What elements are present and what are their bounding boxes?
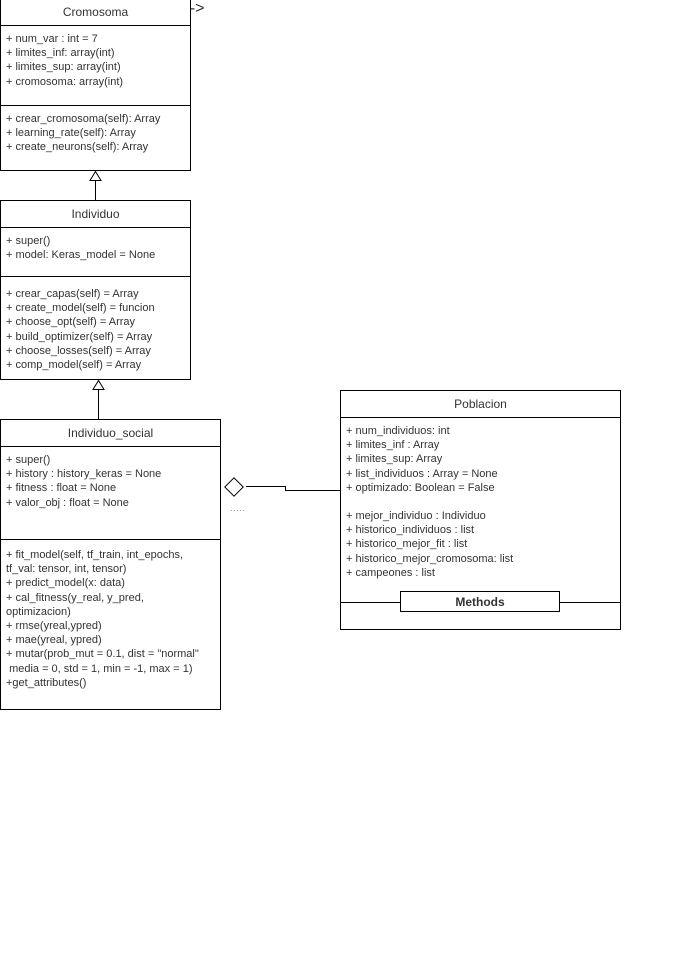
attribute-row: + fitness : float = None bbox=[6, 482, 117, 495]
methods-label: Methods bbox=[455, 595, 505, 609]
attribute-row: + campeones : list bbox=[346, 566, 435, 579]
generalization-line-individuo-cromosoma bbox=[95, 180, 96, 201]
method-row: + crear_capas(self) = Array bbox=[6, 288, 139, 300]
method-row: + predict_model(x: data) bbox=[6, 577, 125, 590]
class-title-cromosoma: Cromosoma bbox=[1, 0, 190, 26]
class-box-individuo-social[interactable]: Individuo_social + super() + history : h… bbox=[0, 419, 221, 710]
class-attributes-cromosoma: + num_var : int = 7 + limites_inf: array… bbox=[1, 26, 190, 105]
method-row: + choose_losses(self) = Array bbox=[6, 344, 151, 357]
attribute-row: + historico_mejor_cromosoma: list bbox=[346, 552, 514, 565]
class-methods-cromosoma: + crear_cromosoma(self): Array + learnin… bbox=[1, 105, 190, 170]
method-row: + mae(yreal, ypred) bbox=[6, 634, 102, 647]
aggregation-line-step bbox=[285, 486, 286, 491]
aggregation-line-segment-1 bbox=[246, 486, 286, 487]
method-row: + create_model(self) = funcion bbox=[6, 302, 155, 315]
attribute-row: + optimizado: Boolean = False bbox=[346, 481, 495, 494]
attribute-row: + num_individuos: int bbox=[346, 425, 450, 437]
attribute-row: + limites_inf: array(int) bbox=[6, 47, 115, 60]
class-methods-individuo-social: + fit_model(self, tf_train, int_epochs, … bbox=[1, 539, 220, 709]
method-row: + fit_model(self, tf_train, int_epochs, … bbox=[6, 549, 184, 576]
class-attributes-individuo: + super() + model: Keras_model = None bbox=[1, 228, 190, 276]
method-row: + create_neurons(self): Array bbox=[6, 141, 149, 154]
attribute-row: + mejor_individuo : Individuo bbox=[346, 510, 486, 523]
generalization-arrow-cromosoma bbox=[89, 171, 102, 181]
generalization-arrow-individuo bbox=[92, 380, 105, 390]
method-row: + mutar(prob_mut = 0.1, dist = "normal" … bbox=[6, 648, 199, 675]
class-attributes-poblacion: + num_individuos: int + limites_inf : Ar… bbox=[341, 418, 620, 602]
attribute-row: + limites_sup: array(int) bbox=[6, 61, 121, 74]
class-box-poblacion[interactable]: Poblacion + num_individuos: int + limite… bbox=[340, 390, 621, 630]
triangle-hollow-icon bbox=[89, 171, 102, 181]
class-box-cromosoma[interactable]: Cromosoma + num_var : int = 7 + limites_… bbox=[0, 0, 191, 171]
method-row: + build_optimizer(self) = Array bbox=[6, 330, 153, 343]
attribute-row: + cromosoma: array(int) bbox=[6, 75, 124, 88]
class-box-individuo[interactable]: Individuo + super() + model: Keras_model… bbox=[0, 200, 191, 380]
method-row: + comp_model(self) = Array bbox=[6, 359, 142, 372]
spacer bbox=[346, 495, 615, 509]
method-row: + choose_opt(self) = Array bbox=[6, 316, 136, 329]
class-title-individuo: Individuo bbox=[1, 201, 190, 228]
attribute-row: + limites_sup: Array bbox=[346, 453, 443, 466]
aggregation-line-segment-2 bbox=[285, 490, 341, 491]
attribute-row: + limites_inf : Array bbox=[346, 439, 440, 452]
attribute-row: + model: Keras_model = None bbox=[6, 249, 156, 262]
attribute-row: + list_individuos : Array = None bbox=[346, 467, 498, 480]
methods-label-box[interactable]: Methods bbox=[400, 591, 560, 612]
method-row: +get_attributes() bbox=[6, 676, 87, 689]
class-methods-individuo: + crear_capas(self) = Array + create_mod… bbox=[1, 276, 190, 379]
generalization-line-social-individuo bbox=[98, 389, 99, 420]
method-row: + rmse(yreal,ypred) bbox=[6, 620, 102, 633]
method-row: + learning_rate(self): Array bbox=[6, 127, 136, 140]
attribute-row: + historico_mejor_fit : list bbox=[346, 538, 468, 551]
attribute-row: + num_var : int = 7 bbox=[6, 33, 98, 45]
triangle-hollow-icon bbox=[92, 380, 105, 390]
class-attributes-individuo-social: + super() + history : history_keras = No… bbox=[1, 447, 220, 539]
aggregation-label: ..... bbox=[230, 503, 246, 513]
class-title-poblacion: Poblacion bbox=[341, 391, 620, 418]
method-row: + crear_cromosoma(self): Array bbox=[6, 113, 161, 125]
method-row: + cal_fitness(y_real, y_pred, optimizaci… bbox=[6, 591, 144, 618]
class-title-individuo-social: Individuo_social bbox=[1, 420, 220, 447]
aggregation-diamond-icon bbox=[224, 477, 244, 497]
attribute-row: + super() bbox=[6, 454, 51, 466]
attribute-row: + super() bbox=[6, 235, 51, 247]
attribute-row: + history : history_keras = None bbox=[6, 468, 162, 481]
attribute-row: + valor_obj : float = None bbox=[6, 496, 129, 509]
attribute-row: + historico_individuos : list bbox=[346, 524, 475, 537]
